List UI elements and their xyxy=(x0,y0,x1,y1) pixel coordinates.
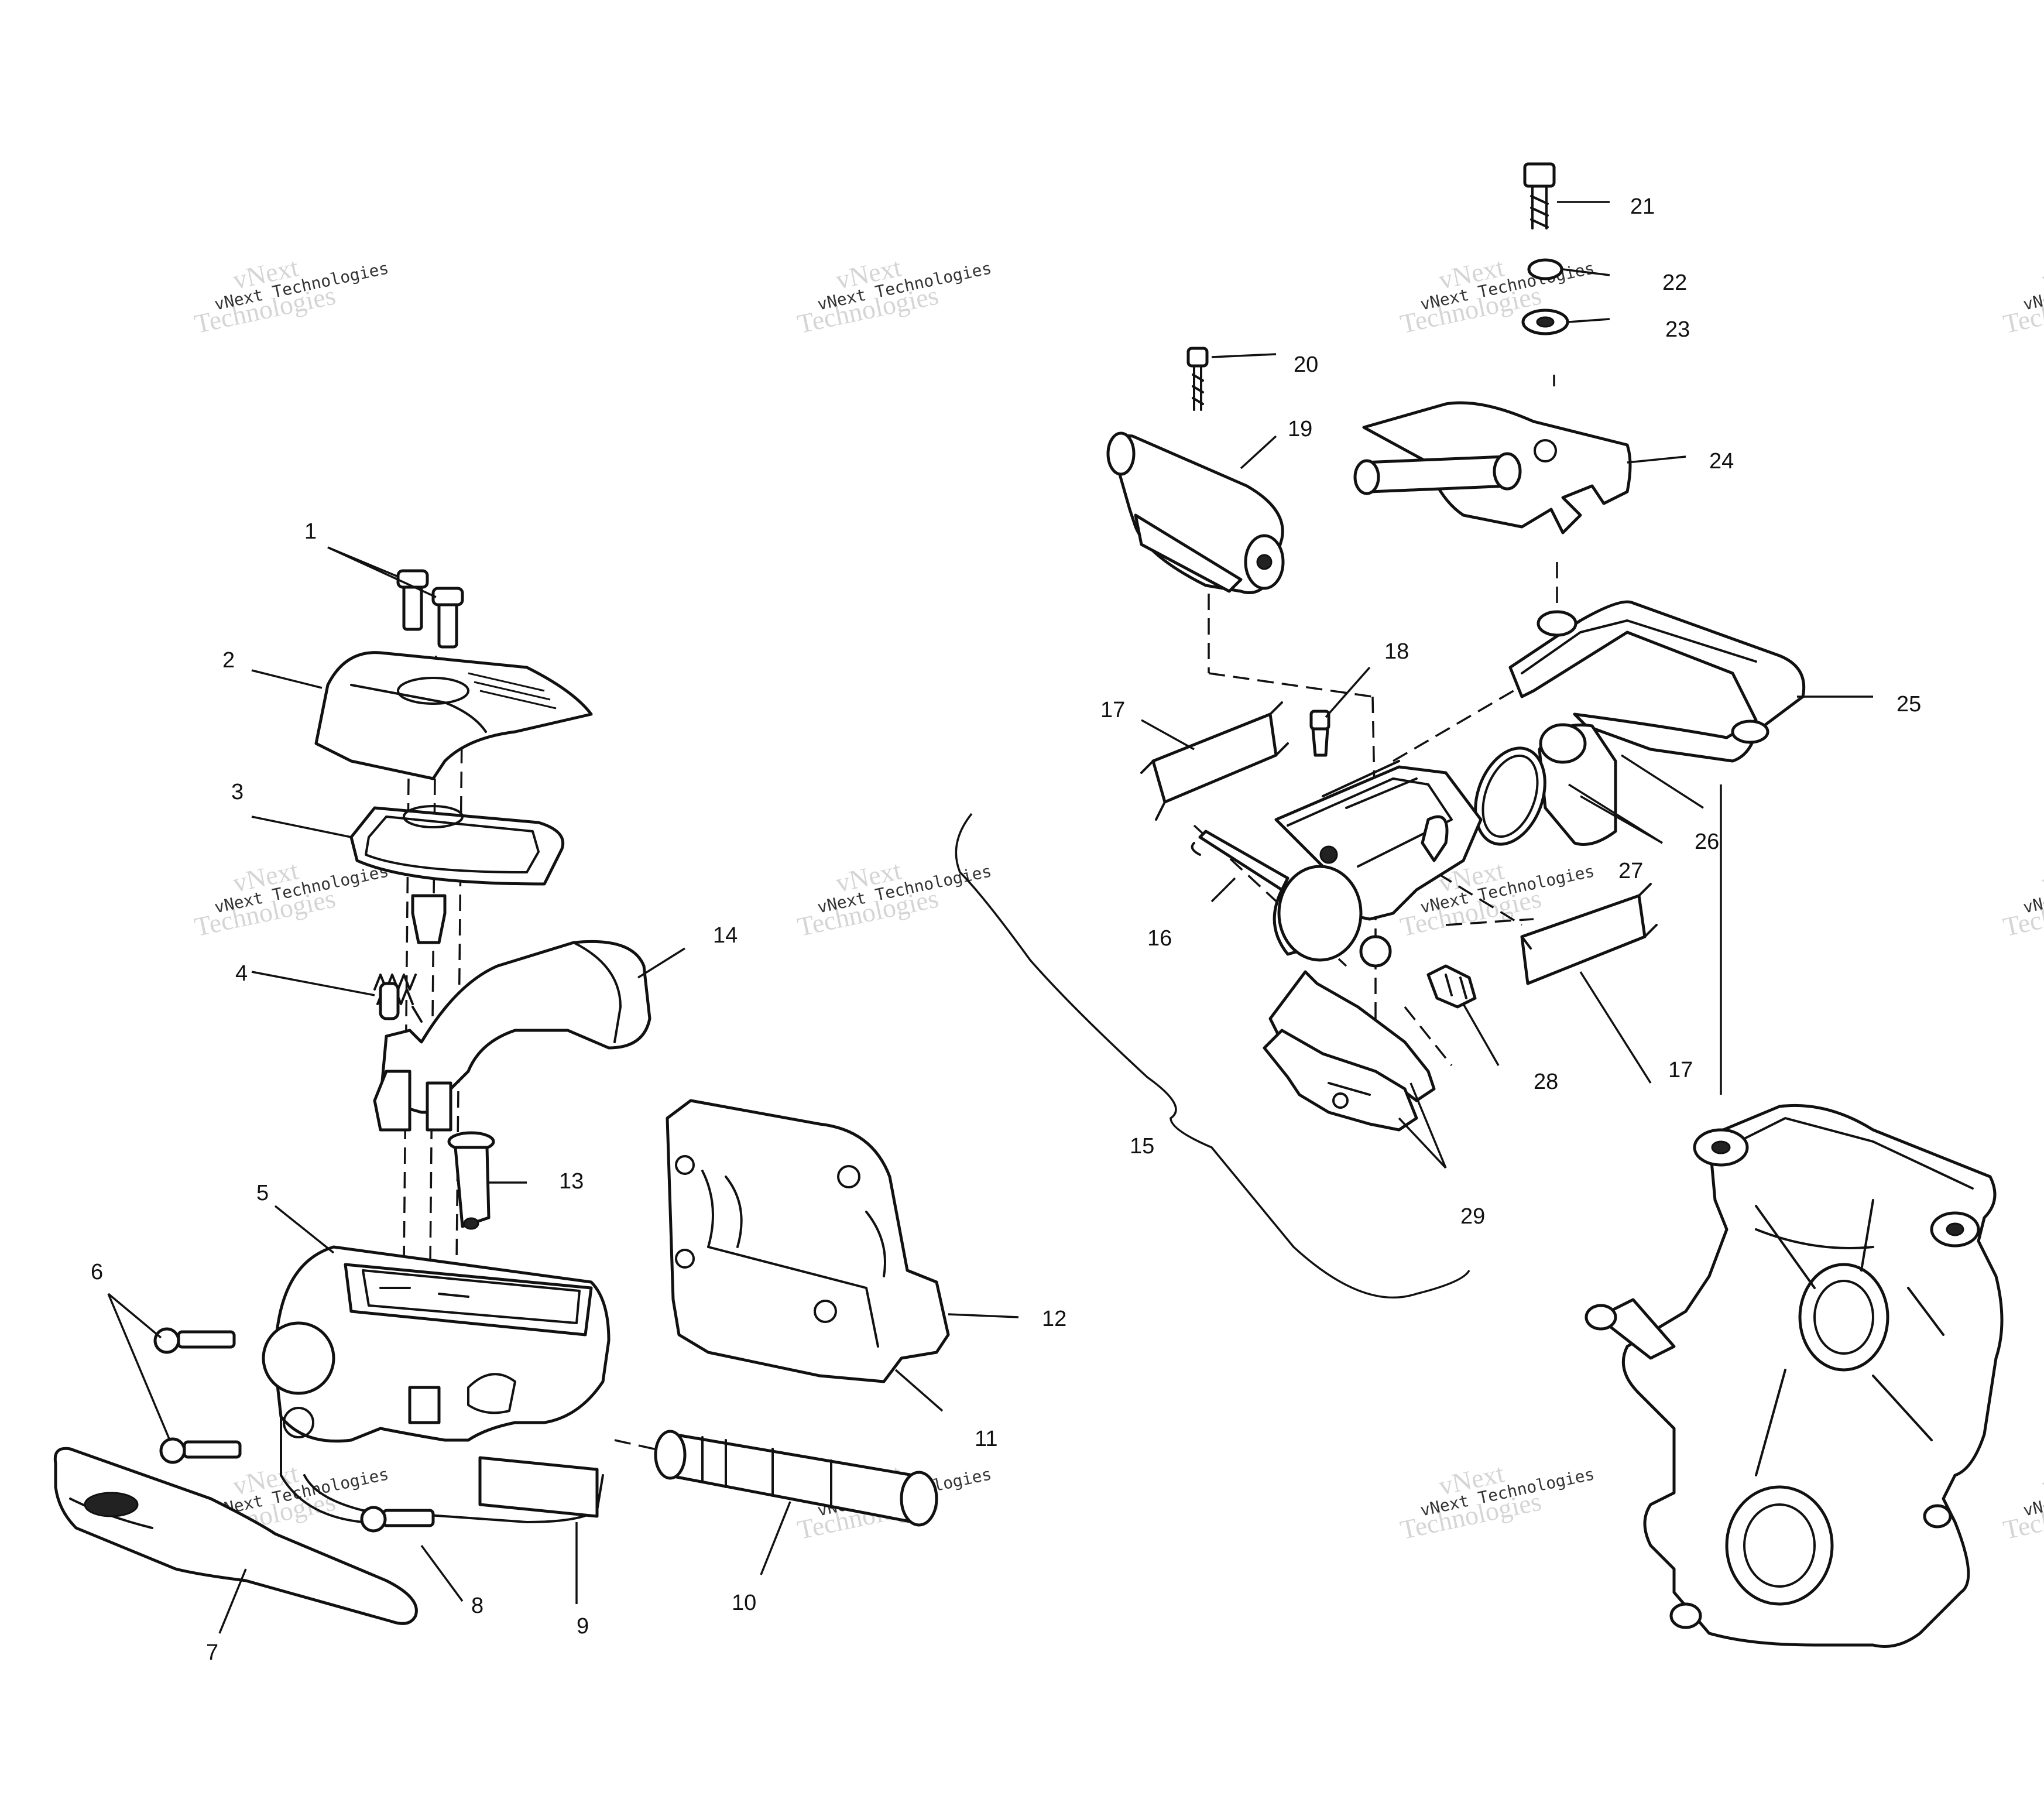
part-15-caliper-body xyxy=(1273,760,1483,968)
part-26-piston xyxy=(1538,723,1617,846)
part-17-pad-shim-upper xyxy=(1140,701,1289,821)
watermark: vNext Technologies vNext Technologies xyxy=(2001,1458,2044,1546)
part-11-cover-plate xyxy=(666,1099,950,1383)
part-22-washer xyxy=(1527,258,1563,280)
callout-8: 8 xyxy=(471,1594,483,1618)
svg-text:vNext: vNext xyxy=(2039,1458,2044,1501)
leaders-right xyxy=(1141,201,1873,1169)
svg-text:vNext: vNext xyxy=(2039,252,2044,295)
part-18-bleeder-screw xyxy=(1309,710,1330,757)
part-14-brake-lever xyxy=(373,940,651,1132)
watermark: vNext Technologies vNext Technologies xyxy=(2001,855,2044,943)
callout-19: 19 xyxy=(1288,417,1312,441)
callout-21: 21 xyxy=(1630,194,1655,219)
callout-24: 24 xyxy=(1709,449,1734,474)
callout-15: 15 xyxy=(1130,1134,1154,1159)
callout-labels: 1 2 3 4 5 6 7 8 9 10 11 12 13 14 15 16 1… xyxy=(91,194,1921,1665)
callout-12: 12 xyxy=(1042,1307,1066,1331)
part-17-pad-shim-lower xyxy=(1520,883,1658,985)
callout-14: 14 xyxy=(713,923,738,948)
watermark: vNext Technologies vNext Technologies xyxy=(192,252,390,340)
callout-17-upper: 17 xyxy=(1100,698,1125,722)
part-21-bolt xyxy=(1523,162,1556,229)
drive-housing xyxy=(1585,1104,2004,1648)
callout-5: 5 xyxy=(256,1181,269,1205)
svg-text:vNext: vNext xyxy=(2039,855,2044,898)
callout-18: 18 xyxy=(1384,639,1409,664)
callout-25: 25 xyxy=(1896,692,1921,717)
part-19-banjo-fitting xyxy=(1106,431,1285,594)
part-15-group-bracket xyxy=(955,813,1470,1299)
callout-4: 4 xyxy=(235,961,248,986)
watermark: vNext Technologies vNext Technologies xyxy=(1398,252,1596,340)
callout-3: 3 xyxy=(231,780,244,804)
part-13-pivot-pin xyxy=(447,1131,495,1230)
callout-9: 9 xyxy=(577,1614,589,1639)
callout-11: 11 xyxy=(975,1427,997,1451)
watermark: vNext Technologies vNext Technologies xyxy=(795,855,993,943)
callout-10: 10 xyxy=(732,1591,756,1615)
callout-6: 6 xyxy=(91,1260,103,1284)
callout-20: 20 xyxy=(1294,352,1318,377)
part-24-mount-bracket xyxy=(1353,401,1632,534)
part-8-screw xyxy=(360,1506,435,1533)
watermark: vNext Technologies vNext Technologies xyxy=(2001,252,2044,340)
callout-22: 22 xyxy=(1662,270,1687,295)
part-27-seal xyxy=(1474,746,1546,846)
callout-27: 27 xyxy=(1618,859,1643,883)
callout-2: 2 xyxy=(222,648,235,673)
part-28-fitting-nut xyxy=(1426,964,1477,1009)
callout-23: 23 xyxy=(1665,317,1690,342)
callout-26: 26 xyxy=(1695,830,1719,854)
leaders-left xyxy=(107,546,1019,1634)
part-29-brake-pads xyxy=(1263,970,1436,1132)
part-2-reservoir-cover xyxy=(314,651,593,780)
part-25-caliper-bracket xyxy=(1508,600,1806,763)
part-16-caliper-pin xyxy=(1191,830,1289,892)
part-10-piston xyxy=(654,1430,938,1527)
master-cylinder-assembly xyxy=(53,546,1019,1634)
part-20-bleeder-bolt xyxy=(1186,347,1209,411)
callout-16: 16 xyxy=(1147,926,1172,951)
caliper-assembly xyxy=(955,162,2004,1648)
callout-13: 13 xyxy=(559,1169,584,1194)
callout-17-lower: 17 xyxy=(1668,1058,1693,1082)
watermark: vNext Technologies vNext Technologies xyxy=(795,252,993,340)
callout-28: 28 xyxy=(1534,1070,1558,1094)
callout-1: 1 xyxy=(304,519,317,544)
part-3-diaphragm xyxy=(349,805,564,944)
part-7-hand-lever xyxy=(53,1447,418,1625)
watermark: vNext Technologies vNext Technologies xyxy=(1398,1458,1596,1546)
part-1-cover-screws xyxy=(396,569,464,649)
callout-7: 7 xyxy=(206,1640,218,1665)
part-5-master-cylinder-body xyxy=(262,1245,611,1523)
callout-29: 29 xyxy=(1460,1204,1485,1229)
part-6-screws xyxy=(153,1327,242,1464)
